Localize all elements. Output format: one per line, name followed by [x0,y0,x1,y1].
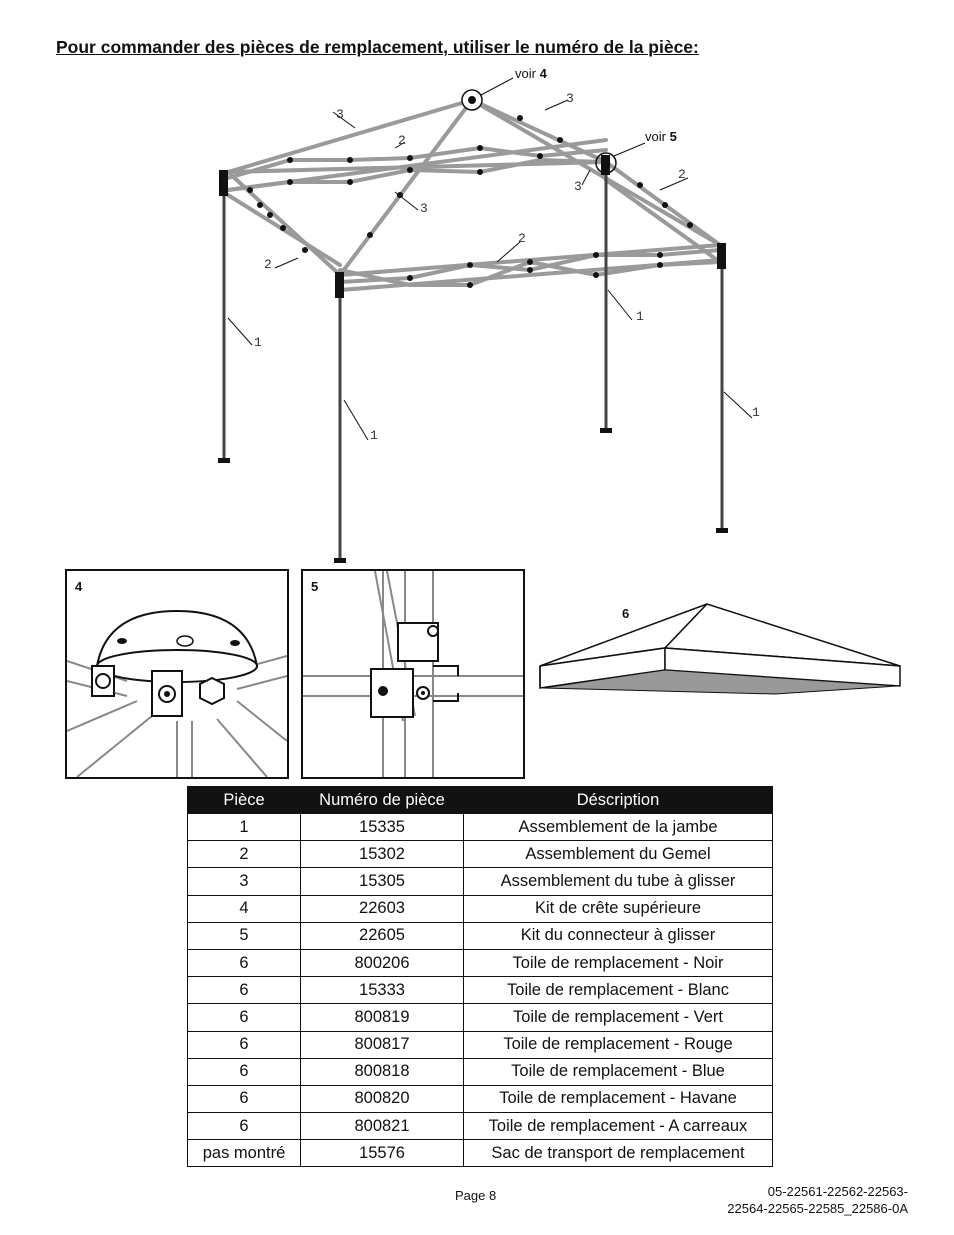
cell-part-number: 15305 [300,867,464,896]
part-label-1d: 1 [752,405,760,420]
cell-description: Toile de remplacement - Havane [463,1084,773,1114]
part-label-1b: 1 [370,428,378,443]
detail-5-number: 5 [311,579,319,594]
cell-piece: 2 [187,840,301,869]
part-label-1c: 1 [636,309,644,324]
cell-description: Assemblement du Gemel [463,840,773,869]
cell-part-number: 800820 [300,1084,464,1114]
cell-piece: 6 [187,1003,301,1032]
part-label-2c: 2 [518,231,526,246]
cell-description: Toile de remplacement - Noir [463,948,773,978]
cell-piece: 6 [187,976,301,1005]
cell-piece: 1 [187,812,301,842]
cell-description: Toile de remplacement - A carreaux [463,1112,773,1141]
callout-voir-4: voir 4 [515,66,547,81]
header-part-number: Numéro de pièce [300,786,464,814]
cell-description: Toile de remplacement - Blue [463,1057,773,1086]
cell-description: Toile de remplacement - Rouge [463,1030,773,1059]
callout-voir-5: voir 5 [645,129,677,144]
document-code-line-2: 22564-22565-22585_22586-0A [727,1201,908,1216]
cell-description: Kit de crête supérieure [463,894,773,923]
cell-part-number: 800818 [300,1057,464,1086]
page-number: Page 8 [455,1188,497,1203]
cell-piece: 5 [187,921,301,950]
document-code-line-1: 05-22561-22562-22563- [767,1184,908,1199]
part-label-2a: 2 [398,133,406,148]
cell-piece: 4 [187,894,301,923]
part-label-3c: 3 [574,179,582,194]
cell-description: Assemblement du tube à glisser [463,867,773,896]
canopy-frame-diagram: 3 3 2 2 3 3 2 2 1 1 1 1 [218,77,760,563]
cell-piece: 3 [187,867,301,896]
part-label-2b: 2 [678,167,686,182]
part-label-1a: 1 [254,335,262,350]
part-label-2d: 2 [264,257,272,272]
cell-description: Kit du connecteur à glisser [463,921,773,950]
cell-part-number: 800817 [300,1030,464,1059]
cell-part-number: 15335 [300,812,464,842]
cell-description: Assemblement de la jambe [463,812,773,842]
part-label-3a: 3 [336,107,344,122]
cell-part-number: 15302 [300,840,464,869]
cell-piece: 6 [187,1112,301,1141]
cell-piece: 6 [187,1057,301,1086]
cell-piece: 6 [187,948,301,978]
header-piece: Pièce [187,786,301,814]
cell-part-number: 22603 [300,894,464,923]
cell-piece: 6 [187,1084,301,1114]
part-label-3d: 3 [420,201,428,216]
connector-icon [303,571,523,777]
detail-4-top-hub: 4 [65,569,289,779]
page-heading: Pour commander des pièces de remplacemen… [56,37,699,57]
cell-part-number: 15576 [300,1139,464,1168]
cell-description: Toile de remplacement - Vert [463,1003,773,1032]
cell-part-number: 800821 [300,1112,464,1141]
document-code: 05-22561-22562-22563- 22564-22565-22585_… [727,1183,908,1217]
detail-5-slide-connector: 5 [301,569,525,779]
cell-part-number: 800206 [300,948,464,978]
cell-description: Sac de transport de remplacement [463,1139,773,1168]
table-header-row: Pièce Numéro de pièce Déscription [187,786,773,814]
part-label-3b: 3 [566,91,574,106]
canopy-top-icon [539,603,901,695]
detail-6-number: 6 [622,606,630,621]
cell-part-number: 15333 [300,976,464,1005]
detail-4-number: 4 [75,579,83,594]
header-description: Déscription [463,786,773,814]
cell-piece: pas montré [187,1139,301,1168]
cell-part-number: 800819 [300,1003,464,1032]
cell-description: Toile de remplacement - Blanc [463,976,773,1005]
cell-part-number: 22605 [300,921,464,950]
cell-piece: 6 [187,1030,301,1059]
hub-icon [67,609,287,777]
